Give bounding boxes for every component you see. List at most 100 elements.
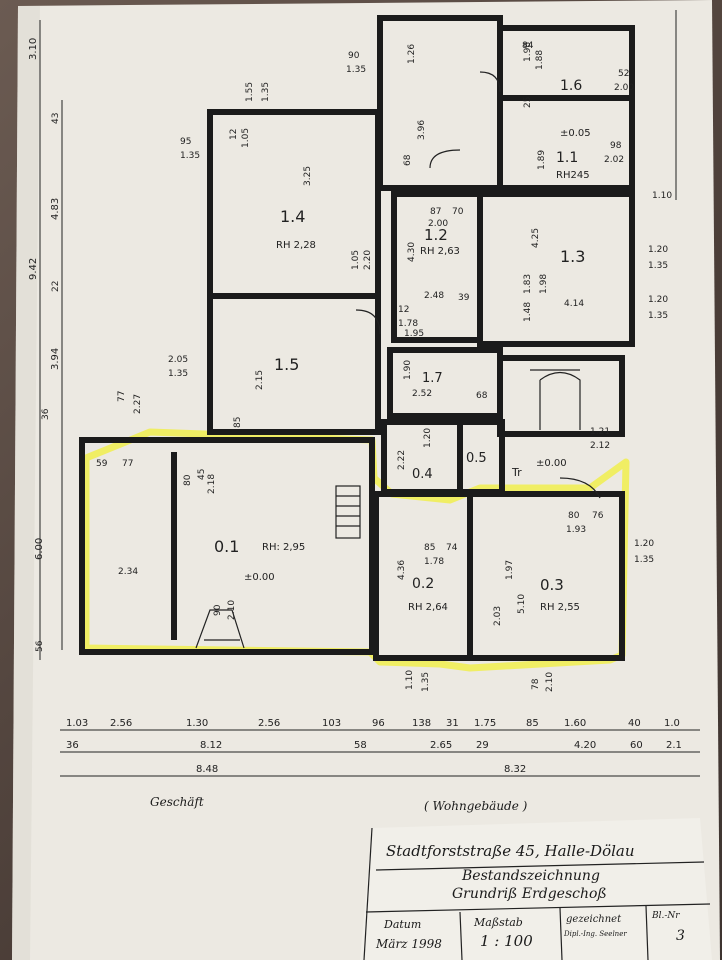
dim-label: 2.00 [428,219,448,229]
dim-label: 9.42 [28,258,39,280]
dim-label: 6.00 [34,538,45,560]
dim-label: 2.18 [207,474,217,494]
dim-label: 45 [197,469,207,480]
dim-label: 1.20 [648,245,668,255]
dim-label: 8.12 [200,740,222,751]
left-dimensions: 3.10 9.42 4.83 3.94 22 43 36 6.00 56 [28,38,61,652]
dim-label: 4.20 [574,740,596,751]
dim-label: 74 [446,543,458,553]
dim-label: 4.30 [407,242,417,262]
walls-ground [79,71,625,661]
level-mark: ±0.00 [536,458,567,469]
dim-label: 58 [354,740,367,751]
dim-label: 1.98 [523,42,533,62]
dim-label: 1.35 [346,65,366,75]
dim-label: 56 [35,640,45,652]
room-height: RH 2,28 [276,240,316,251]
dim-label: 52 [618,69,629,79]
dim-label: 4.14 [564,299,584,309]
dim-label: 29 [476,740,489,751]
room-height: RH: 2,95 [262,542,305,553]
dim-label: 1.89 [537,150,547,170]
dim-label: 2.15 [255,370,265,390]
title-block: Stadtforststraße 45, Halle-Dölau Bestand… [360,818,712,960]
dim-label: 68 [476,391,488,401]
dim-label: 2.34 [118,567,138,577]
dim-label: 4.25 [531,228,541,248]
dim-label: 4.83 [50,198,61,220]
dim-label: 59 [96,459,108,469]
dim-label: 2.10 [227,600,237,620]
dim-label: 2.00 [614,83,634,93]
dim-label: 90 [213,604,223,616]
room-labels: 1.4 RH 2,28 1.5 1.2 RH 2,63 1.3 1.1 RH24… [214,78,591,613]
dim-label: 4.36 [397,560,407,580]
room-height: RH 2,64 [408,602,448,613]
dim-label: 1.35 [648,261,668,271]
dim-label: 1.35 [648,311,668,321]
dim-label: 5.10 [517,594,527,614]
drawing-subtitle: Grundriß Erdgeschoß [452,886,607,902]
dim-label: 2.56 [110,718,132,729]
address: Stadtforststraße 45, Halle-Dölau [386,842,635,860]
dim-label: 3.96 [417,120,427,140]
massstab-value: 1 : 100 [480,932,533,950]
dim-label: 85 [526,718,539,729]
room-id: 0.2 [412,576,434,592]
dim-label: 1.20 [423,428,433,448]
room-id: 1.1 [556,150,578,166]
drawing-title: Bestandszeichnung [461,868,600,884]
dim-label: 22 [51,281,61,292]
dim-label: 1.97 [505,560,515,580]
massstab-label: Maßstab [473,916,523,929]
dim-label: 1.93 [566,525,586,535]
paper [12,0,720,960]
dim-label: 1.10 [405,670,415,690]
dim-label: 3.25 [303,166,313,186]
dim-label: 2.20 [363,250,373,270]
room-id: 0.5 [466,451,487,466]
room-id: 1.6 [560,78,582,94]
dim-label: 39 [458,293,470,303]
dim-label: 98 [610,141,622,151]
blatt-value: 3 [676,928,685,944]
dim-label: 1.60 [564,718,586,729]
dim-label: 25 [523,97,533,108]
gezeichnet-label: gezeichnet [566,914,622,925]
room-id: 1.3 [560,247,585,266]
room-id: 1.2 [424,226,448,244]
dim-label: 1.26 [407,44,417,64]
dim-label: 36 [66,740,79,751]
datum-label: Datum [383,918,421,931]
dim-label: 31 [446,718,459,729]
gezeichnet-value: Dipl.-Ing. Seelner [563,930,627,938]
dim-label: 1.30 [186,718,208,729]
dim-label: 1.78 [424,557,444,567]
dim-label: 2.52 [412,389,432,399]
room-id: 1.4 [280,207,305,226]
dim-label: 1.35 [261,82,271,102]
dim-label: 1.75 [474,718,496,729]
dim-label: 1.35 [634,555,654,565]
stair-mark: Tr [511,466,522,479]
dim-label: 1.35 [168,369,188,379]
dim-label: 103 [322,718,341,729]
dim-label: 36 [41,408,51,420]
dim-label: 8.48 [196,764,218,775]
dim-label: 2.65 [430,740,452,751]
dim-label: 70 [452,207,464,217]
dim-label: 2.56 [258,718,280,729]
datum-value: März 1998 [375,937,442,951]
dim-label: 68 [403,154,413,166]
dim-label: 2.22 [397,450,407,470]
dim-label: 85 [424,543,435,553]
room-height: RH245 [556,170,590,181]
dim-label: 60 [630,740,643,751]
dim-label: 2.1 [666,740,682,751]
dim-label: 2.05 [168,355,188,365]
room-height: RH 2,63 [420,246,460,257]
dim-label: 2.10 [545,672,555,692]
dim-label: 78 [531,678,541,690]
